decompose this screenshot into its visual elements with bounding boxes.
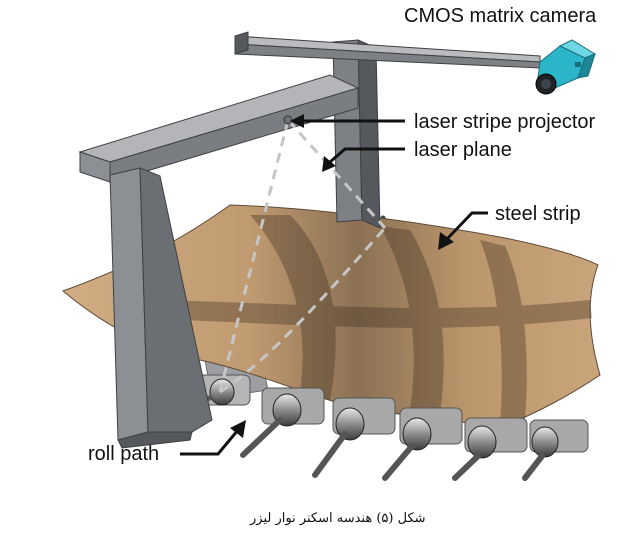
camera-icon	[535, 39, 597, 95]
laser-projector	[283, 115, 293, 125]
laser-plane	[218, 118, 387, 394]
steel-strip	[62, 204, 601, 433]
frame-back-post	[332, 39, 381, 229]
laser-plane-label: laser plane	[414, 139, 512, 161]
roll-path-label: roll path	[88, 443, 160, 465]
arrow-projector	[290, 114, 405, 128]
roll	[452, 417, 528, 481]
frame-camera-arm	[234, 31, 541, 69]
roll	[312, 397, 396, 478]
roll	[522, 419, 589, 481]
arrow-roll	[180, 420, 246, 456]
roll	[382, 407, 463, 481]
roll	[240, 387, 325, 458]
arrow-strip	[438, 211, 488, 250]
arrow-plane	[322, 147, 405, 172]
steel-strip-label: steel strip	[495, 203, 581, 225]
strip-shading	[120, 215, 592, 425]
camera-label: CMOS matrix camera	[404, 5, 597, 27]
projector-label: laser stripe projector	[414, 111, 596, 133]
frame-front-post	[109, 167, 213, 449]
figure-caption: شکل (۵) هندسه اسکنر نوار لیزر	[250, 511, 426, 526]
leader-arrows	[180, 114, 488, 456]
frame-top-beam	[78, 74, 360, 183]
